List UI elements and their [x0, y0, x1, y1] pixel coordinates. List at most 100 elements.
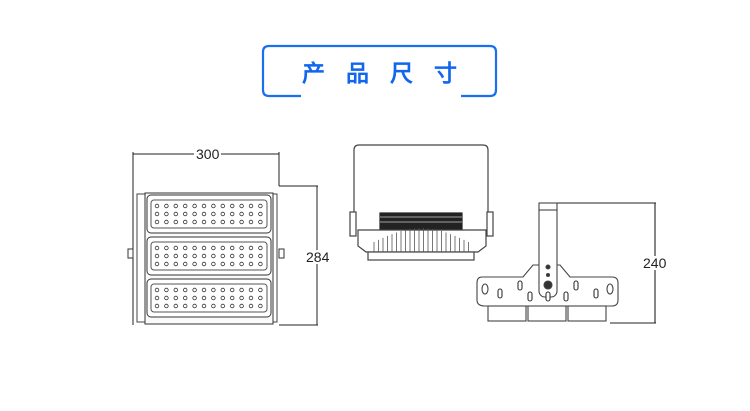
led — [229, 287, 235, 293]
side-view — [349, 144, 494, 261]
led — [182, 287, 188, 293]
led — [239, 245, 244, 251]
led — [192, 303, 197, 309]
led — [229, 261, 235, 267]
led — [211, 295, 216, 301]
led — [173, 203, 178, 209]
led — [173, 287, 178, 293]
led — [229, 295, 235, 301]
led — [201, 261, 207, 267]
led — [182, 261, 188, 267]
led — [164, 303, 169, 309]
title-frame — [261, 44, 498, 98]
mount-slot — [573, 280, 579, 291]
led — [192, 211, 197, 217]
led — [211, 253, 216, 259]
led — [164, 287, 169, 293]
led — [192, 295, 197, 301]
led — [220, 287, 225, 293]
led — [154, 219, 160, 225]
led — [229, 253, 235, 259]
led — [173, 219, 178, 225]
mount-slot — [593, 288, 599, 299]
led — [164, 261, 169, 267]
led — [258, 245, 263, 251]
led — [239, 303, 244, 309]
led — [164, 253, 169, 259]
led — [201, 253, 207, 259]
led — [154, 261, 160, 267]
led — [220, 261, 225, 267]
led — [192, 287, 197, 293]
led — [182, 203, 188, 209]
led — [164, 245, 169, 251]
led — [220, 303, 225, 309]
led — [211, 287, 216, 293]
led — [192, 219, 197, 225]
led — [154, 287, 160, 293]
led — [154, 203, 160, 209]
led — [229, 203, 235, 209]
back-height-dimension-label: 240 — [641, 255, 669, 271]
led — [211, 261, 216, 267]
led — [173, 253, 178, 259]
led — [258, 261, 263, 267]
led — [164, 295, 169, 301]
led — [182, 245, 188, 251]
led — [182, 219, 188, 225]
led — [239, 211, 244, 217]
led — [173, 245, 178, 251]
led — [211, 303, 216, 309]
led — [192, 245, 197, 251]
led — [182, 211, 188, 217]
led — [239, 203, 244, 209]
led — [211, 211, 216, 217]
led — [258, 303, 263, 309]
led — [248, 287, 254, 293]
led — [258, 219, 263, 225]
led — [239, 261, 244, 267]
led — [154, 245, 160, 251]
led — [239, 253, 244, 259]
led — [258, 203, 263, 209]
led — [229, 303, 235, 309]
led — [248, 211, 254, 217]
led — [220, 211, 225, 217]
led — [154, 303, 160, 309]
led — [220, 253, 225, 259]
led — [173, 261, 178, 267]
led — [173, 211, 178, 217]
led — [182, 303, 188, 309]
led — [248, 253, 254, 259]
led — [164, 203, 169, 209]
led — [164, 219, 169, 225]
led — [248, 203, 254, 209]
mount-slot — [545, 291, 551, 302]
led — [201, 295, 207, 301]
led — [154, 253, 160, 259]
led — [201, 303, 207, 309]
led — [220, 203, 225, 209]
led — [258, 211, 263, 217]
led — [201, 287, 207, 293]
led — [201, 203, 207, 209]
led — [154, 211, 160, 217]
mount-slot — [527, 291, 533, 302]
led — [192, 203, 197, 209]
led — [201, 211, 207, 217]
led — [182, 295, 188, 301]
led — [220, 245, 225, 251]
led — [211, 245, 216, 251]
front-view — [127, 152, 318, 326]
led — [229, 245, 235, 251]
led — [220, 219, 225, 225]
led — [220, 295, 225, 301]
led — [192, 253, 197, 259]
led — [154, 295, 160, 301]
led — [229, 211, 235, 217]
mount-slot — [563, 291, 569, 302]
led — [164, 211, 169, 217]
led — [182, 253, 188, 259]
led — [229, 219, 235, 225]
